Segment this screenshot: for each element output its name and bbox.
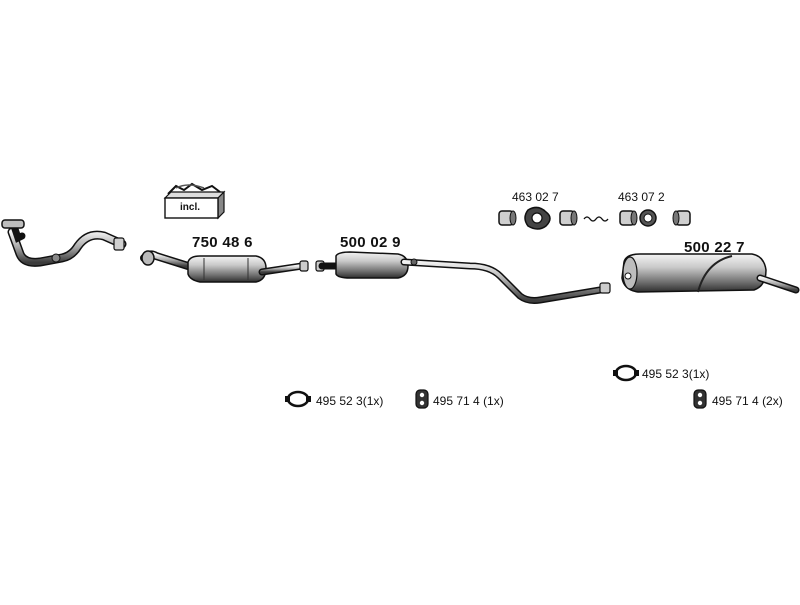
front-silencer <box>315 251 611 304</box>
part-number-clamp-kit-left[interactable]: 463 02 7 <box>512 190 559 204</box>
accessory-clamp-1-number: 495 52 3 <box>316 394 363 408</box>
accessory-rubber-2-qty: (2x) <box>762 394 783 408</box>
accessory-clamp-2-number: 495 52 3 <box>642 367 689 381</box>
part-number-catalytic-converter[interactable]: 750 48 6 <box>192 234 253 251</box>
rubber-mount-icon-1 <box>415 389 429 409</box>
part-number-clamp-kit-right[interactable]: 463 07 2 <box>618 190 665 204</box>
accessory-rubber-2[interactable]: 495 71 4 (2x) <box>712 394 783 408</box>
included-badge-label: incl. <box>180 202 201 213</box>
coupling-spring <box>583 216 609 222</box>
converter-flange <box>141 250 155 266</box>
accessory-clamp-1[interactable]: 495 52 3(1x) <box>316 394 383 408</box>
accessory-clamp-2[interactable]: 495 52 3(1x) <box>642 367 709 381</box>
front-pipe <box>1 219 127 267</box>
clamp-kit-left <box>498 206 578 230</box>
hanger-strap <box>697 255 733 293</box>
rear-silencer <box>621 253 800 294</box>
included-kit-box <box>163 182 226 220</box>
pipe-end-sleeve <box>113 237 125 251</box>
clamp-ring-icon-2 <box>613 364 639 382</box>
part-number-front-silencer[interactable]: 500 02 9 <box>340 234 401 251</box>
accessory-clamp-1-qty: (1x) <box>362 394 384 408</box>
accessory-rubber-1-number: 495 71 4 <box>433 394 480 408</box>
rubber-mount-icon-2 <box>693 389 707 409</box>
catalytic-converter <box>140 250 309 283</box>
accessory-rubber-1-qty: (1x) <box>483 394 504 408</box>
pipe-bracket <box>51 253 61 263</box>
accessory-rubber-1[interactable]: 495 71 4 (1x) <box>433 394 504 408</box>
part-number-rear-silencer[interactable]: 500 22 7 <box>684 239 745 256</box>
clamp-kit-right <box>619 209 691 227</box>
accessory-rubber-2-number: 495 71 4 <box>712 394 759 408</box>
accessory-clamp-2-qty: (1x) <box>688 367 710 381</box>
clamp-ring-icon-1 <box>285 390 311 408</box>
manifold-flange <box>1 219 25 229</box>
